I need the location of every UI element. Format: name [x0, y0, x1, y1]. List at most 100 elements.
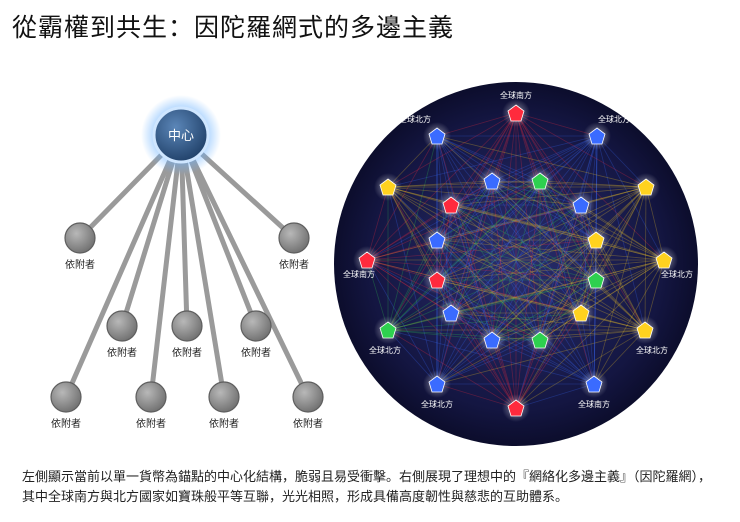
net-link	[450, 204, 582, 314]
net-link	[436, 259, 665, 281]
jewel-gem	[483, 331, 501, 349]
net-link	[539, 329, 646, 341]
net-link	[596, 135, 646, 331]
jewel-gem	[588, 127, 606, 145]
net-link	[387, 259, 665, 331]
net-link	[515, 259, 665, 409]
net-link	[515, 112, 582, 206]
dependent-circle	[171, 310, 203, 342]
net-link	[387, 239, 438, 331]
dependent-node: 依附者	[208, 381, 240, 430]
jewel-node	[580, 370, 608, 398]
jewel-gem	[587, 271, 605, 289]
net-link	[450, 204, 493, 341]
jewel-node	[374, 316, 402, 344]
dependent-node: 依附者	[292, 381, 324, 430]
net-link	[491, 180, 517, 409]
jewel-node	[567, 191, 595, 219]
net-link	[436, 339, 541, 385]
dependent-circle	[106, 310, 138, 342]
spoke-line	[77, 149, 167, 241]
net-link	[539, 180, 595, 385]
net-link	[436, 239, 541, 341]
net-link	[387, 180, 541, 188]
net-link	[436, 135, 598, 281]
jewel-gem	[531, 331, 549, 349]
jewel-node	[478, 167, 506, 195]
page-title: 從霸權到共生：因陀羅網式的多邊主義	[12, 13, 455, 42]
net-link	[436, 135, 597, 281]
net-link	[366, 204, 452, 261]
net-link	[491, 135, 598, 182]
jewel-gem	[379, 321, 397, 339]
dependent-circle	[64, 222, 96, 254]
net-link	[491, 180, 597, 281]
net-link	[436, 186, 647, 385]
net-link	[515, 312, 582, 409]
dependent-label: 依附者	[293, 417, 323, 430]
net-region-label: 全球北方	[636, 345, 668, 355]
net-link	[387, 112, 517, 331]
jewel-gem	[572, 196, 590, 214]
net-link	[595, 239, 646, 331]
net-link	[491, 329, 646, 341]
net-link	[593, 279, 597, 385]
jewel-gem	[428, 375, 446, 393]
net-link	[436, 135, 665, 261]
net-link	[539, 135, 598, 341]
dependent-label: 依附者	[279, 258, 309, 271]
jewel-node	[583, 122, 611, 150]
jewel-node	[478, 326, 506, 354]
net-link	[436, 279, 646, 331]
net-link	[595, 135, 598, 241]
jewel-node	[632, 173, 660, 201]
net-link	[387, 204, 582, 331]
spoke-line	[63, 154, 174, 400]
spokes	[63, 148, 311, 400]
dependent-node: 依附者	[135, 381, 167, 430]
net-link	[366, 180, 541, 261]
jewel-node	[437, 191, 465, 219]
net-link	[387, 186, 541, 341]
net-link	[387, 180, 493, 331]
net-link	[450, 279, 597, 314]
net-link	[450, 204, 597, 281]
net-link	[387, 135, 598, 331]
net-link	[539, 180, 647, 188]
net-link	[491, 339, 595, 385]
net-link	[436, 135, 646, 331]
dependent-label: 依附者	[107, 346, 137, 359]
net-region-label: 全球南方	[500, 90, 532, 100]
net-region-label: 全球北方	[661, 269, 693, 279]
net-link	[387, 204, 452, 331]
dependent-node: 依附者	[278, 222, 310, 271]
dependent-circle	[135, 381, 167, 413]
net-link	[387, 329, 517, 409]
net-link	[436, 135, 541, 341]
net-link	[491, 180, 647, 188]
net-region-label: 全球北方	[598, 114, 630, 124]
diagram-canvas: 依附者依附者依附者依附者依附者依附者依附者依附者依附者 中心 全球南方全球北方全…	[50, 82, 698, 446]
net-link	[491, 180, 541, 341]
dependent-node: 依附者	[240, 310, 272, 359]
net-link	[436, 239, 595, 385]
net-link	[436, 112, 517, 385]
net-link	[436, 239, 493, 341]
net-link	[450, 204, 517, 409]
net-link	[491, 180, 665, 261]
net-link	[436, 239, 582, 314]
hub-structure: 依附者依附者依附者依附者依附者依附者依附者依附者依附者 中心	[50, 95, 324, 430]
net-link	[436, 259, 665, 385]
net-link	[366, 259, 646, 331]
net-link	[595, 186, 647, 281]
net-link	[491, 112, 517, 341]
net-link	[515, 329, 646, 409]
spoke-line	[119, 155, 177, 329]
spoke-line	[179, 156, 190, 329]
net-link	[515, 239, 597, 409]
net-link	[515, 112, 646, 331]
jewel-node	[631, 316, 659, 344]
net-link	[387, 186, 517, 409]
spoke-line	[196, 148, 297, 241]
net-link	[595, 135, 598, 281]
